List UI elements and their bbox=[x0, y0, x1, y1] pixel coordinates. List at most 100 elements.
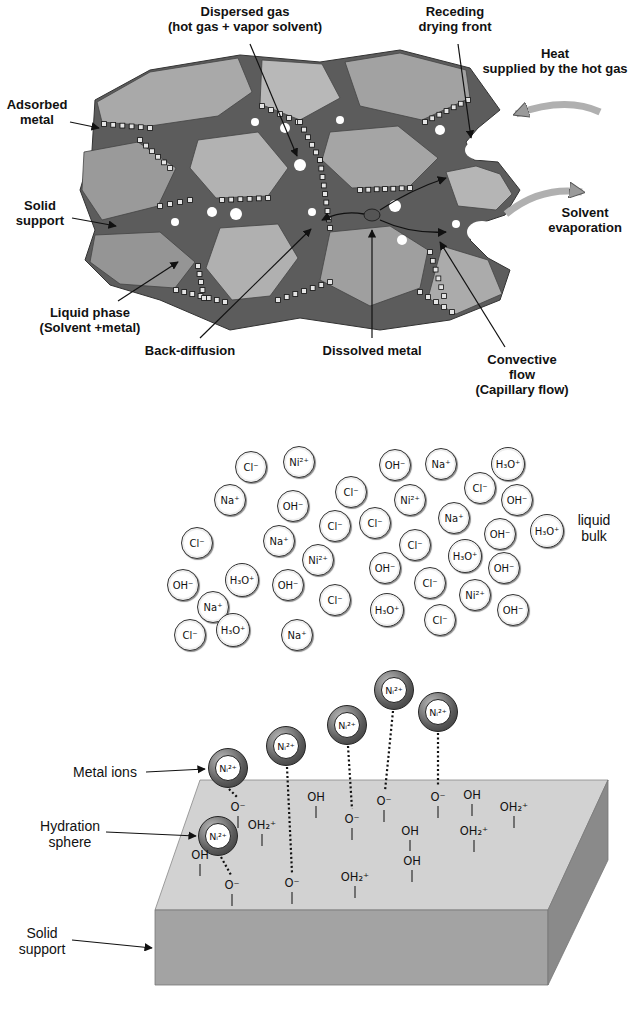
surface-group: OH bbox=[463, 788, 481, 802]
dissolved-metal-dot bbox=[364, 209, 380, 221]
adsorbed-metal-site bbox=[328, 226, 333, 231]
adsorbed-metal-site bbox=[451, 105, 456, 110]
adsorbed-metal-site bbox=[144, 143, 149, 148]
ion-formula: Ni²⁺ bbox=[465, 590, 485, 601]
adsorbed-metal-site bbox=[178, 200, 183, 205]
heat-arrow bbox=[516, 104, 600, 114]
surface-group: OH₂⁺ bbox=[460, 824, 488, 838]
solid-grain bbox=[320, 226, 428, 306]
leader-line bbox=[371, 230, 372, 338]
adsorbed-metal-site bbox=[247, 196, 252, 201]
adsorbed-metal-site bbox=[293, 292, 298, 297]
ion-formula: Cl⁻ bbox=[367, 518, 382, 529]
ion-circle: OH⁻ bbox=[277, 490, 309, 522]
solid-grain bbox=[446, 166, 512, 210]
callout-label: Solid support bbox=[16, 198, 64, 228]
adsorbed-metal-site bbox=[318, 158, 323, 163]
surface-group: OH₂⁺ bbox=[248, 818, 276, 832]
surface-group: OH bbox=[403, 854, 421, 868]
ion-circle: Cl⁻ bbox=[399, 529, 431, 561]
surface-group: OH bbox=[401, 824, 419, 838]
hydrated-metal-ion: Nᵢ²⁺ bbox=[327, 705, 367, 745]
callout-label: Dispersed gas (hot gas + vapor solvent) bbox=[168, 4, 322, 34]
ion-formula: Ni²⁺ bbox=[289, 457, 309, 468]
ion-circle: Na⁺ bbox=[425, 448, 457, 480]
ion-formula: OH⁻ bbox=[507, 495, 528, 506]
surface-group: O⁻ bbox=[224, 878, 239, 892]
solid-grain bbox=[90, 232, 195, 288]
liquid-filled-pores bbox=[80, 50, 520, 330]
surface-bond bbox=[315, 806, 316, 818]
ion-circle: Cl⁻ bbox=[319, 584, 351, 616]
leader-line bbox=[200, 229, 311, 338]
adsorbed-metal-site bbox=[319, 166, 324, 171]
hydrated-metal-ion: Nᵢ²⁺ bbox=[374, 670, 414, 710]
adsorbed-metal-site bbox=[238, 197, 243, 202]
ion-circle: H₃O⁺ bbox=[448, 539, 482, 573]
leader-line bbox=[458, 44, 471, 138]
adsorbed-metal-site bbox=[138, 138, 143, 143]
adsorbed-metal-site bbox=[197, 272, 202, 277]
ion-circle: Ni²⁺ bbox=[459, 579, 491, 611]
adsorbed-metal-site bbox=[284, 295, 289, 300]
callout-label: Convective flow (Capillary flow) bbox=[475, 352, 568, 397]
callout-label: Adsorbed metal bbox=[7, 97, 68, 127]
ion-formula: Nᵢ²⁺ bbox=[209, 831, 227, 842]
surface-group: O⁻ bbox=[284, 876, 299, 890]
adsorbed-metal-site bbox=[310, 142, 315, 147]
ion-formula: OH⁻ bbox=[375, 563, 396, 574]
solid-grain bbox=[322, 126, 438, 188]
ion-formula: Na⁺ bbox=[221, 495, 240, 506]
ion-formula: OH⁻ bbox=[173, 580, 194, 591]
gas-bubble bbox=[207, 207, 217, 217]
adsorbed-metal-site bbox=[182, 290, 187, 295]
dotted-link bbox=[229, 789, 237, 797]
adsorbed-metal-site bbox=[214, 298, 219, 303]
adsorbed-metal-site bbox=[430, 258, 435, 263]
adsorbed-metal-site bbox=[174, 288, 179, 293]
surface-group: O⁻ bbox=[230, 800, 245, 814]
adsorbed-metal-site bbox=[129, 124, 134, 129]
ion-formula: Cl⁻ bbox=[327, 595, 342, 606]
adsorbed-metal-site bbox=[314, 150, 319, 155]
adsorbed-metal-site bbox=[430, 116, 435, 121]
solid-grain bbox=[428, 246, 502, 314]
gas-bubble bbox=[230, 208, 242, 220]
leader-line bbox=[72, 218, 116, 226]
ion-formula: Na⁺ bbox=[270, 536, 289, 547]
adsorbed-metal-site bbox=[168, 202, 173, 207]
adsorbed-metal-site bbox=[188, 198, 193, 203]
surface-bond bbox=[473, 840, 474, 852]
ion-formula: Cl⁻ bbox=[432, 615, 447, 626]
adsorbed-metal-site bbox=[428, 250, 433, 255]
drying-front-notch bbox=[465, 140, 495, 160]
hydrated-metal-ion: Nᵢ²⁺ bbox=[266, 726, 306, 766]
callout-label: Liquid phase (Solvent +metal) bbox=[40, 305, 141, 335]
adsorbed-metal-site bbox=[150, 149, 155, 154]
solid-grain bbox=[190, 132, 288, 198]
ion-formula: Nᵢ²⁺ bbox=[277, 741, 295, 752]
adsorbed-metal-site bbox=[190, 292, 195, 297]
ion-formula: Na⁺ bbox=[432, 459, 451, 470]
gas-bubble bbox=[435, 125, 445, 135]
adsorbed-metal-site bbox=[391, 186, 396, 191]
ion-formula: Nᵢ²⁺ bbox=[385, 685, 403, 696]
callout-label: Solvent evaporation bbox=[548, 205, 622, 235]
surface-group: OH₂⁺ bbox=[500, 800, 528, 814]
ion-circle: OH⁻ bbox=[488, 552, 520, 584]
adsorbed-metal-site bbox=[196, 264, 201, 269]
surface-bond bbox=[383, 810, 384, 822]
ion-circle: Cl⁻ bbox=[181, 527, 213, 559]
ion-formula: Nᵢ²⁺ bbox=[429, 707, 447, 718]
adsorbed-metal-site bbox=[102, 122, 107, 127]
ion-circle: OH⁻ bbox=[501, 484, 533, 516]
callout-label: Back-diffusion bbox=[145, 343, 235, 358]
surface-bond bbox=[199, 864, 200, 876]
leader-line bbox=[106, 832, 196, 836]
ion-core: Nᵢ²⁺ bbox=[205, 823, 231, 849]
ion-circle: Ni²⁺ bbox=[283, 446, 315, 478]
adsorbed-metal-site bbox=[120, 123, 125, 128]
ion-formula: OH⁻ bbox=[503, 605, 524, 616]
ion-circle: Ni²⁺ bbox=[394, 484, 426, 516]
